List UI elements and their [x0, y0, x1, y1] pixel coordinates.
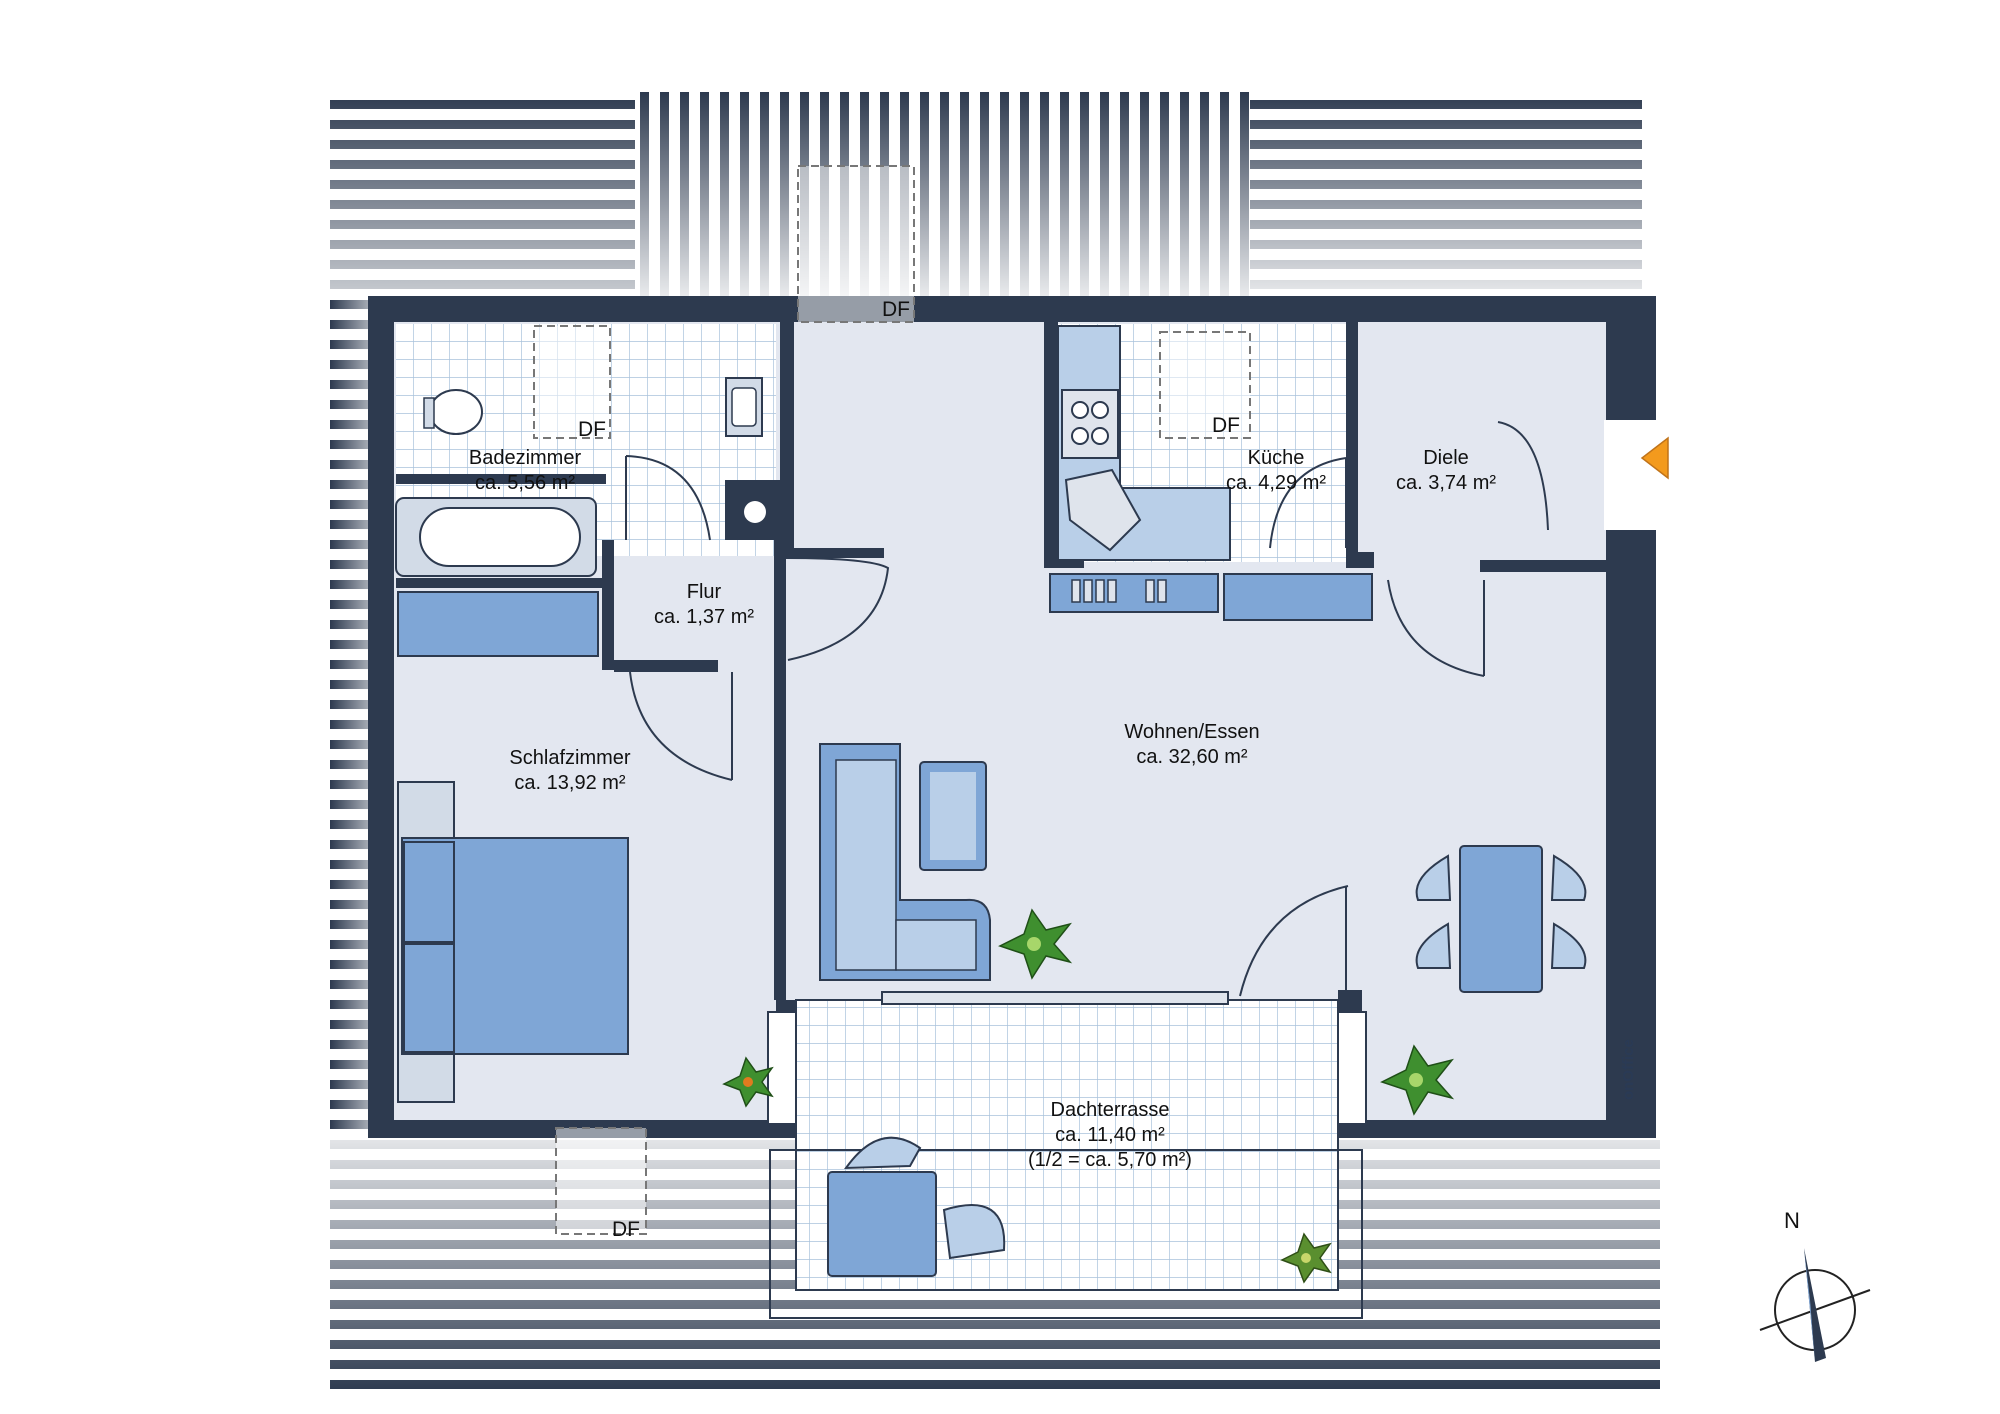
bathtub	[395, 497, 597, 577]
skylight-label: DF	[578, 418, 606, 441]
roof-top-right	[1250, 92, 1642, 297]
sofa	[819, 743, 991, 981]
room-name: Schlafzimmer	[509, 747, 631, 769]
compass-icon	[1759, 1248, 1871, 1362]
room-name: Diele	[1423, 447, 1469, 469]
skylights	[533, 165, 1251, 1235]
kitchen-cabinets	[1049, 573, 1373, 621]
plant-icon	[1380, 1044, 1455, 1116]
skylight-label: DF	[882, 298, 910, 321]
dining-set	[1415, 845, 1587, 993]
room-area: ca. 3,74 m²	[1395, 472, 1497, 494]
chimney	[744, 501, 766, 523]
brand-logo: onOffice	[1620, 1039, 1637, 1100]
room-label-kueche: Küche ca. 4,29 m²	[1226, 446, 1326, 496]
toilet	[423, 389, 483, 435]
entrance-arrow-icon	[1640, 436, 1669, 480]
room-area: ca. 13,92 m²	[514, 772, 626, 794]
room-name: Dachterrasse	[1050, 1099, 1170, 1121]
room-label-wohnen: Wohnen/Essen ca. 32,60 m²	[1124, 720, 1259, 770]
doors	[625, 421, 1549, 997]
coffee-table	[919, 761, 987, 871]
room-note: (1/2 = ca. 5,70 m²)	[1028, 1149, 1192, 1171]
plant-icon	[1280, 1232, 1332, 1284]
room-name: Küche	[1247, 447, 1305, 469]
room-label-schlafzimmer: Schlafzimmer ca. 13,92 m²	[509, 746, 630, 796]
roof-top-left	[330, 92, 635, 340]
room-area: ca. 1,37 m²	[653, 606, 755, 628]
plant-icon	[722, 1056, 774, 1108]
room-label-flur: Flur ca. 1,37 m²	[654, 580, 754, 630]
room-area: ca. 5,56 m²	[474, 472, 576, 494]
room-area: ca. 32,60 m²	[1136, 746, 1248, 768]
skylight-label: DF	[1212, 414, 1240, 437]
plant-icon	[998, 908, 1073, 980]
room-area: ca. 4,29 m²	[1225, 472, 1327, 494]
roof-top-middle	[635, 92, 1250, 297]
sink	[725, 377, 763, 437]
room-name: Wohnen/Essen	[1124, 721, 1260, 743]
terrace-furniture	[827, 1136, 1006, 1277]
room-name: Flur	[686, 581, 722, 603]
room-label-diele: Diele ca. 3,74 m²	[1396, 446, 1496, 496]
room-area: ca. 11,40 m²	[1055, 1124, 1165, 1146]
north-label: N	[1784, 1208, 1800, 1233]
bed	[397, 781, 629, 1103]
skylight-label: DF	[612, 1218, 640, 1241]
kitchen-counter	[1057, 325, 1231, 561]
room-label-badezimmer: Badezimmer ca. 5,56 m²	[469, 446, 581, 496]
room-label-dachterrasse: Dachterrasse ca. 11,40 m² (1/2 = ca. 5,7…	[1028, 1098, 1192, 1173]
room-name: Badezimmer	[468, 447, 582, 469]
dresser	[397, 591, 599, 657]
